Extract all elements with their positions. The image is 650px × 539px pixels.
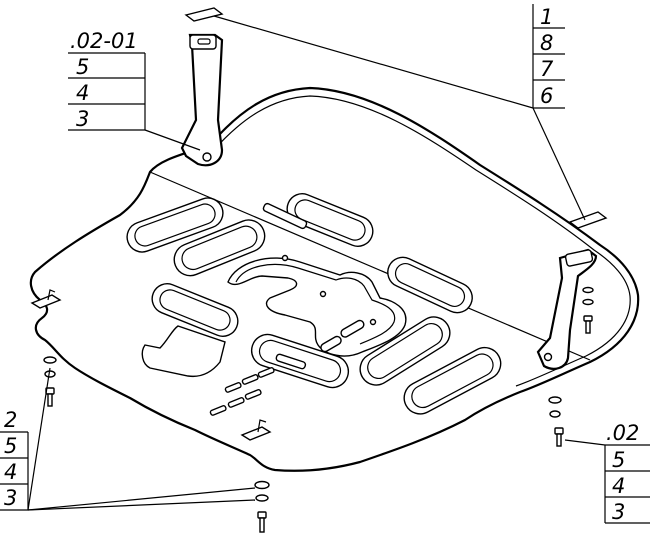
- callout-item: 4: [612, 474, 625, 498]
- washer: [582, 298, 594, 306]
- callout-bottom-left: 2 5 4 3: [0, 408, 29, 511]
- cutout-8-inner: [411, 353, 494, 409]
- callout-item: 5: [76, 55, 89, 79]
- bolt-head: [583, 315, 593, 322]
- skid-plate-inner-edge: [211, 95, 631, 387]
- vent-slot: [209, 405, 227, 416]
- cutout-1: [126, 197, 224, 253]
- callout-item: 2: [4, 408, 17, 432]
- side-cutout: [141, 325, 226, 378]
- callout-header: .02: [606, 421, 639, 445]
- callout-item: 3: [76, 107, 89, 131]
- bottom-edge-clip: [240, 426, 272, 441]
- vent-slot: [257, 367, 275, 378]
- plate-fold-line: [149, 171, 591, 361]
- washer: [582, 286, 594, 294]
- callout-item: 5: [4, 434, 17, 458]
- cutout-3: [286, 193, 374, 247]
- vent-slot: [227, 397, 245, 408]
- left-bracket-slot: [197, 38, 211, 45]
- washer: [43, 356, 57, 364]
- bolt-shank: [47, 393, 53, 407]
- top-clip: [184, 7, 224, 22]
- bolt-shank: [259, 517, 265, 533]
- cutout-5-inner: [159, 289, 231, 331]
- leader-lines: [27, 15, 606, 511]
- left-edge-clip-leg: [47, 289, 56, 301]
- cutout-7: [359, 316, 451, 386]
- callout-item: 8: [540, 31, 553, 55]
- callout-top-left: .02-01 5 4 3: [68, 29, 146, 131]
- bolt-shank: [585, 320, 591, 334]
- hole-1: [281, 254, 289, 262]
- cutout-4: [387, 256, 473, 314]
- right-bracket-body: [536, 248, 598, 370]
- small-slot-1: [340, 319, 365, 338]
- central-cutout-inner: [235, 263, 396, 345]
- callout-top-right: 1 8 7 6: [532, 4, 565, 109]
- callout-item: 4: [76, 81, 89, 105]
- right-bracket-hole: [543, 352, 553, 362]
- cutout-7-inner: [367, 322, 443, 380]
- hole-3: [369, 318, 377, 326]
- callout-header: .02-01: [70, 29, 138, 53]
- fastener-right-lower: [548, 396, 564, 447]
- washer: [549, 410, 561, 418]
- vent-slot: [241, 374, 259, 385]
- left-bracket: [180, 7, 224, 167]
- callout-item: 7: [540, 57, 554, 81]
- callout-bottom-right: .02 5 4 3: [604, 421, 650, 524]
- bottom-edge-clip-leg: [257, 419, 267, 433]
- cutout-8: [403, 346, 502, 415]
- vent-slot: [224, 382, 242, 393]
- callout-item: 3: [4, 486, 17, 510]
- left-bracket-hole: [202, 152, 212, 162]
- cutout-4-inner: [394, 262, 466, 308]
- left-edge-clip: [30, 294, 62, 309]
- hole-2: [319, 290, 327, 298]
- small-slot-2: [320, 335, 342, 353]
- fastener-bottom: [254, 480, 270, 533]
- washer: [255, 494, 269, 502]
- slot-top: [262, 202, 308, 230]
- left-bracket-body: [180, 33, 224, 167]
- vent-slot: [244, 389, 262, 400]
- right-bracket-top-tab: [564, 249, 594, 267]
- right-clip: [568, 211, 608, 229]
- skid-plate: [29, 86, 640, 472]
- right-bracket: [536, 211, 608, 370]
- washer: [254, 480, 270, 490]
- cutout-5: [151, 283, 239, 337]
- callout-item: 5: [612, 448, 625, 472]
- washer: [548, 396, 562, 404]
- cutout-6-inner: [258, 339, 342, 383]
- cutout-3-inner: [294, 199, 366, 241]
- slot-mid: [275, 353, 307, 370]
- bolt-head: [257, 511, 267, 519]
- callout-item: 3: [612, 500, 625, 524]
- cutout-1-inner: [134, 203, 216, 247]
- callout-item: 4: [4, 460, 17, 484]
- left-bracket-top-tab: [189, 34, 217, 50]
- bolt-head: [554, 427, 564, 435]
- callout-item: 6: [540, 84, 553, 108]
- callout-item: 1: [540, 5, 553, 29]
- bolt-shank: [556, 433, 562, 447]
- cutout-2: [173, 219, 266, 277]
- cutout-2-inner: [181, 225, 258, 271]
- vent-slots: [209, 367, 275, 416]
- fastener-right-upper: [582, 286, 594, 334]
